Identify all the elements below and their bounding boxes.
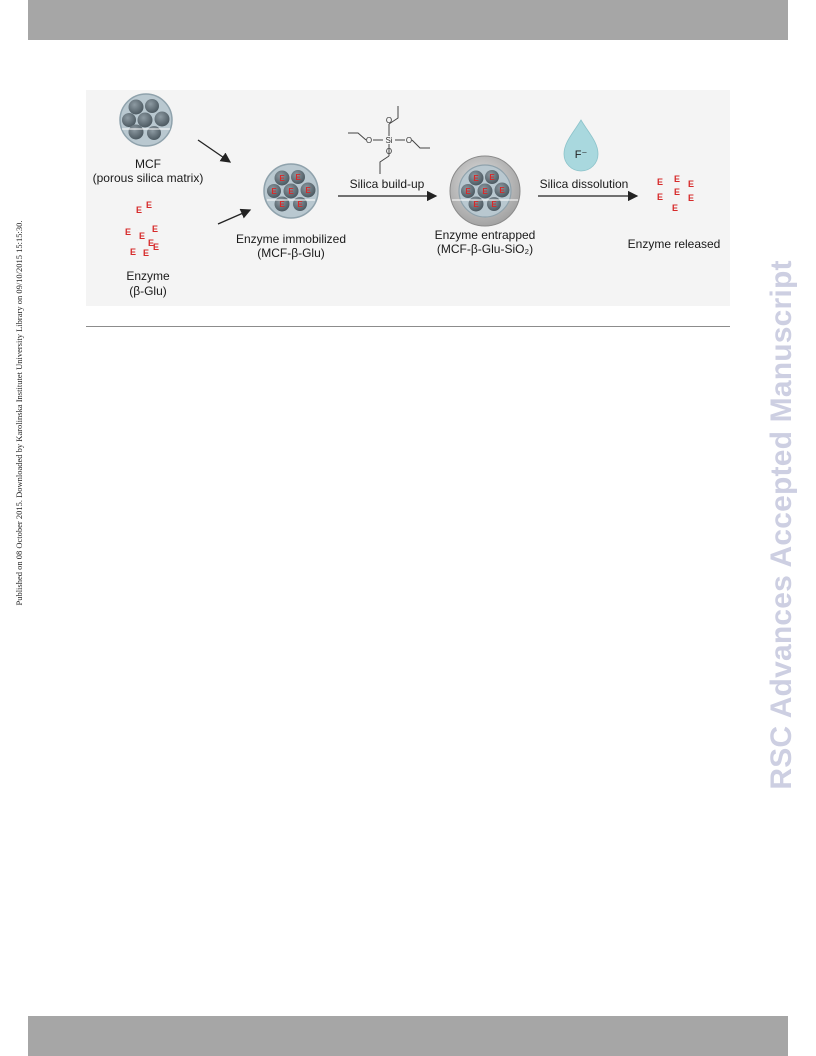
enzyme-icon: E <box>674 187 680 197</box>
header-bar <box>28 0 788 40</box>
mcf-label: MCF <box>135 157 161 171</box>
released-label: Enzyme released <box>627 237 721 251</box>
watermark-text: RSC Advances Accepted Manuscript <box>765 260 798 790</box>
watermark: RSC Advances Accepted Manuscript <box>760 240 804 810</box>
enzyme-icon: E <box>148 238 154 248</box>
fluoride-drop-icon: F⁻ <box>563 119 599 172</box>
entrapped-sub-label: (MCF-β-Glu-SiO₂) <box>436 242 534 256</box>
enzyme-icon: E <box>499 186 505 195</box>
silica-buildup-label: Silica build-up <box>349 177 425 191</box>
enzyme-icon: E <box>482 187 488 196</box>
enzyme-icon: E <box>305 186 311 195</box>
teos-molecule <box>348 106 430 174</box>
enzyme-icon: E <box>152 224 158 234</box>
mcf-particle <box>119 93 173 147</box>
enzyme-icon: E <box>130 247 136 257</box>
fluoride-label: F⁻ <box>575 149 588 161</box>
oxygen-atom-label: O <box>366 136 372 145</box>
entrapped-particle: E E E E E E E <box>449 155 521 227</box>
enzyme-icon: E <box>271 187 277 196</box>
enzyme-icon: E <box>136 205 142 215</box>
entrapped-label: Enzyme entrapped <box>434 228 536 242</box>
silica-dissolution-label: Silica dissolution <box>539 177 629 191</box>
enzyme-icon: E <box>153 242 159 252</box>
enzyme-icon: E <box>473 200 479 209</box>
enzyme-icon: E <box>143 248 149 258</box>
immobilized-particle: E E E E E E E <box>263 163 319 219</box>
enzyme-icon: E <box>688 179 694 189</box>
arrow-icon <box>217 208 252 225</box>
enzyme-icon: E <box>465 187 471 196</box>
enzyme-icon: E <box>657 177 663 187</box>
enzyme-icon: E <box>491 200 497 209</box>
separator-rule <box>86 326 730 327</box>
enzyme-sub-label: (β-Glu) <box>129 284 167 298</box>
arrow-icon <box>197 139 232 163</box>
enzyme-icon: E <box>146 200 152 210</box>
enzyme-icon: E <box>125 227 131 237</box>
free-enzymes: E E E E E E E E E <box>125 200 159 258</box>
enzyme-icon: E <box>279 200 285 209</box>
scheme-graphic: E E E E E E E E E E E E <box>119 93 694 258</box>
enzyme-icon: E <box>295 173 301 182</box>
enzyme-icon: E <box>688 193 694 203</box>
enzyme-icon: E <box>672 203 678 213</box>
si-atom-label: Si <box>385 136 392 145</box>
oxygen-atom-label: O <box>386 116 392 125</box>
released-enzymes: E E E E E E E <box>657 174 694 213</box>
enzyme-icon: E <box>674 174 680 184</box>
scheme-figure: E E E E E E E E E E E E <box>86 90 730 306</box>
immobilized-label: Enzyme immobilized <box>235 232 347 246</box>
enzyme-icon: E <box>473 174 479 183</box>
enzyme-icon: E <box>288 187 294 196</box>
enzyme-icon: E <box>139 231 145 241</box>
enzyme-icon: E <box>489 173 495 182</box>
enzyme-label: Enzyme <box>126 269 170 283</box>
immobilized-sub-label: (MCF-β-Glu) <box>257 246 325 260</box>
publication-note: Published on 08 October 2015. Downloaded… <box>14 220 24 606</box>
side-note: Published on 08 October 2015. Downloaded… <box>13 168 25 658</box>
enzyme-icon: E <box>297 200 303 209</box>
footer-bar <box>28 1016 788 1056</box>
mcf-sub-label: (porous silica matrix) <box>92 171 204 185</box>
enzyme-icon: E <box>279 174 285 183</box>
enzyme-icon: E <box>657 192 663 202</box>
oxygen-atom-label: O <box>386 147 392 156</box>
oxygen-atom-label: O <box>406 136 412 145</box>
